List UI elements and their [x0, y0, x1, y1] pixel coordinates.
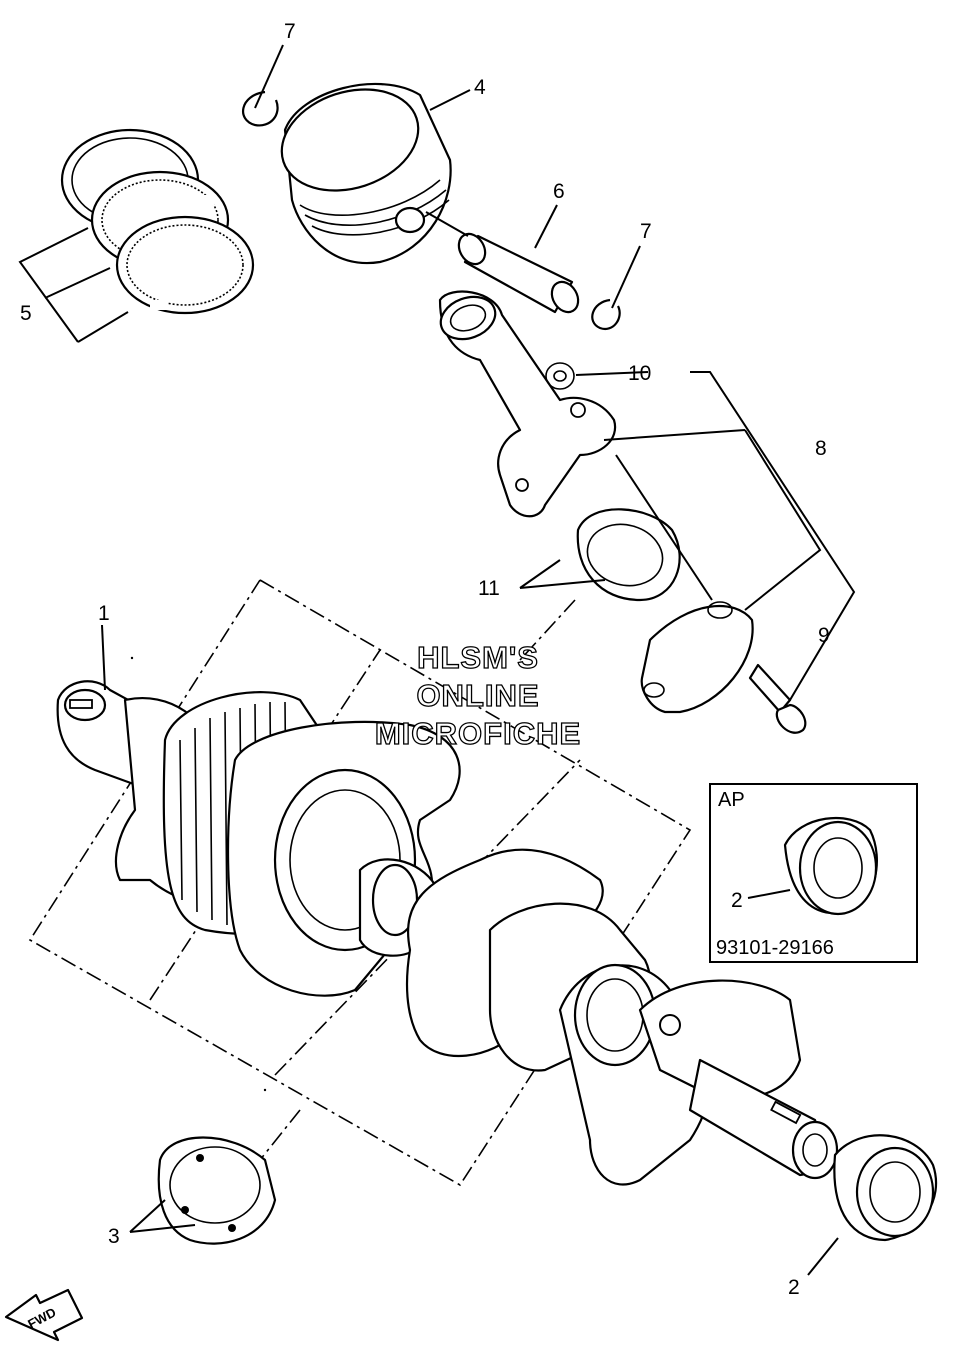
piston-ring-set [60, 128, 255, 315]
circlip-right [591, 298, 621, 331]
callout-3: 3 [108, 1225, 120, 1248]
callout-5: 5 [20, 302, 32, 325]
callout-4: 4 [474, 76, 486, 99]
callout-6: 6 [553, 180, 565, 203]
piston [280, 82, 452, 265]
callout-11: 11 [478, 577, 500, 600]
callout-7-right: 7 [640, 220, 652, 243]
main-bearing [157, 1136, 277, 1245]
connecting-rod [438, 290, 617, 518]
callout-7-top: 7 [284, 20, 296, 43]
conrod-bearing [576, 508, 681, 602]
callout-10: 10 [628, 362, 651, 385]
inset-label: AP [718, 789, 745, 811]
callout-2-inset: 2 [731, 889, 743, 912]
crankshaft [56, 680, 839, 1186]
oil-seal [833, 1134, 938, 1242]
callout-1: 1 [98, 602, 110, 625]
circlip-top [242, 90, 279, 127]
watermark-line-1: HLSM'S [417, 640, 539, 675]
forward-direction-arrow [4, 1288, 84, 1342]
inset-part-number: 93101-29166 [716, 937, 834, 959]
conrod-cap [640, 601, 754, 714]
callout-9: 9 [818, 624, 830, 647]
conrod-bolt [748, 663, 807, 734]
callout-2-bottom: 2 [788, 1276, 800, 1299]
alternate-part-inset [709, 783, 918, 963]
watermark-line-3: MICROFICHE [375, 716, 581, 751]
callout-8: 8 [815, 437, 827, 460]
watermark-line-2: ONLINE [416, 678, 539, 713]
piston-pin [457, 232, 580, 314]
